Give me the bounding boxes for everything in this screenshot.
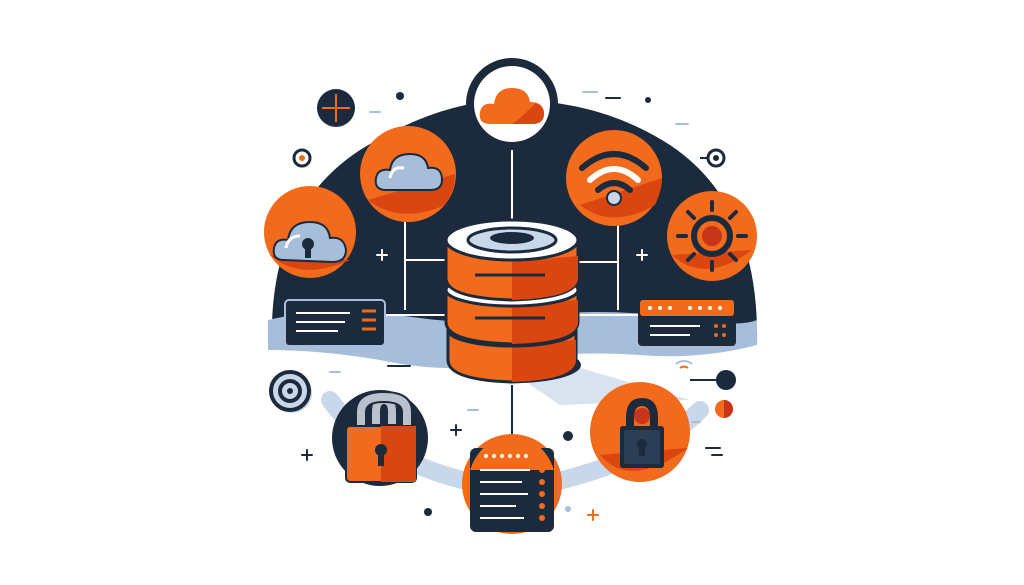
server-panel-icon: [284, 299, 386, 347]
ring-icon: [700, 148, 726, 168]
crosshair-icon: [317, 89, 355, 127]
cloud-icon: [466, 58, 558, 150]
wifi-icon: [566, 130, 662, 226]
cloud-lock-icon: [264, 186, 356, 278]
padlock-icon: [590, 382, 690, 482]
server-panel-icon: [638, 298, 736, 346]
target-icon: [269, 370, 312, 413]
ring-icon: [292, 148, 312, 168]
database-icon: [444, 218, 581, 384]
server-panel-icon: [462, 434, 562, 534]
padlock-icon: [332, 390, 428, 486]
decorative-marks: [301, 91, 723, 521]
cloud-icon: [360, 126, 456, 222]
virus-icon: [667, 191, 757, 281]
dot-icon: [396, 92, 736, 516]
wifi-icon: [675, 360, 693, 369]
